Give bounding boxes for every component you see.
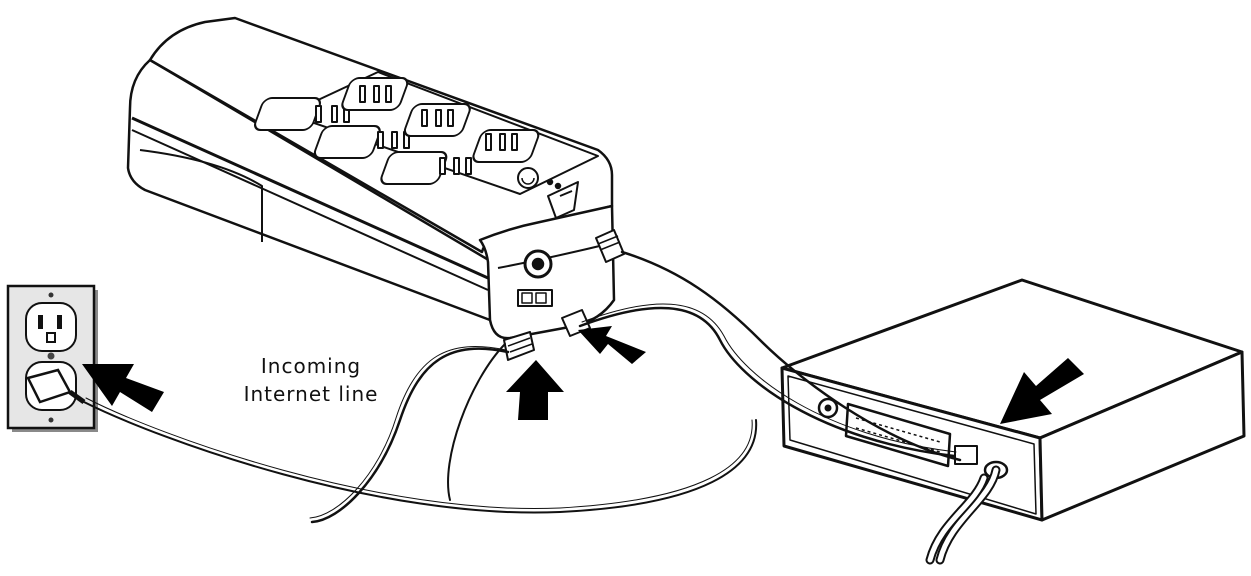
arrow-rj45-connector (578, 326, 646, 364)
outlet-socket (380, 151, 472, 185)
arrow-wall-outlet (82, 364, 164, 412)
ups-socket-row (254, 77, 540, 185)
incoming-line-label-1: Incoming (260, 354, 362, 378)
arrow-modem (1000, 358, 1084, 424)
incoming-line-label-2: Internet line (243, 382, 379, 406)
wall-outlet (6, 284, 98, 432)
pointer-arrows (82, 326, 1084, 424)
ups-side-panel (126, 58, 494, 322)
wall-outlet-screw-bottom (48, 417, 54, 423)
outlet-socket (403, 103, 471, 137)
rj45-cable-to-modem (578, 306, 956, 458)
wall-outlet-receptacle-top (25, 302, 77, 352)
modem-device (780, 278, 1246, 522)
modem-side-face (1038, 350, 1246, 522)
cables (83, 250, 1001, 565)
outlet-socket (341, 77, 409, 111)
outlet-socket (472, 129, 540, 163)
arrow-phone-connector (506, 360, 564, 420)
power-button (517, 167, 539, 189)
ups-unit (126, 16, 625, 361)
modem-rj-port (954, 445, 978, 465)
wall-outlet-screw-top (48, 292, 54, 298)
outlet-socket (313, 125, 410, 159)
power-cord (83, 401, 758, 514)
incoming-internet-line (310, 347, 510, 524)
ups-output-cable (620, 250, 962, 462)
